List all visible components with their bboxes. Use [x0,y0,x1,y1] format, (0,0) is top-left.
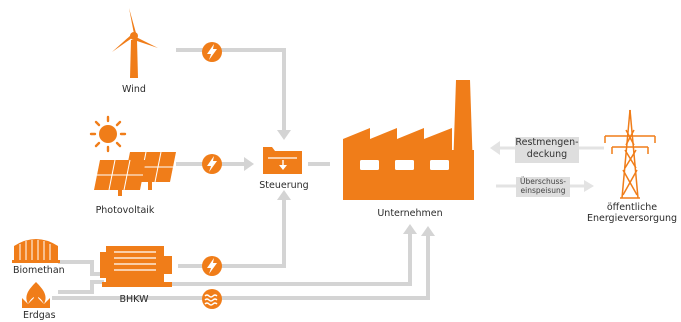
power-pylon-icon [604,109,656,199]
flow-line-bhkw [178,200,286,268]
arrowhead-ueberschuss [584,180,594,192]
arrowhead-gas [421,226,435,236]
label-erdgas: Erdgas [23,310,56,321]
ueberschuss-box: Überschuss- einspeisung [516,177,570,197]
flow-line-heat [164,230,412,286]
label-wind: Wind [122,84,146,95]
restmengen-box: Restmengen- deckung [515,137,579,163]
ueberschuss-line2: einspeisung [520,186,566,195]
oeffentliche-line1: öffentliche [606,202,658,213]
heat-wave-badge-icon [202,289,222,309]
bhkw-engine-icon [100,246,172,287]
solar-panel-icon [94,151,176,196]
sun-icon [89,115,127,153]
label-photovoltaik: Photovoltaik [95,205,155,216]
arrowhead-wind [277,130,291,140]
gas-flame-icon [22,282,50,308]
flow-line-erdgas [58,280,104,294]
label-steuerung: Steuerung [259,180,309,191]
restmengen-line1: Restmengen- [515,137,579,148]
biomethan-tank-icon [12,239,60,263]
label-bhkw: BHKW [119,294,149,305]
arrowhead-heat [403,224,417,234]
label-unternehmen: Unternehmen [377,208,443,219]
oeffentliche-line2: Energieversorgung [586,213,678,224]
flow-line-wind [176,48,286,132]
flow-line-gas [52,232,430,300]
lightning-badge-icon-bhkw [202,256,222,276]
flow-line-biomethan [58,260,104,276]
factory-icon [343,80,474,200]
arrowhead-restmengen [490,141,500,155]
control-folder-icon [263,147,302,174]
label-oeffentliche: öffentliche Energieversorgung [587,202,677,224]
lightning-badge-icon-wind [202,42,222,62]
arrowhead-bhkw [277,190,291,200]
label-biomethan: Biomethan [13,265,65,276]
restmengen-line2: deckung [526,149,568,160]
lightning-badge-icon-pv [202,154,222,174]
wind-turbine-icon [112,8,158,78]
arrowhead-pv [244,157,254,171]
ueberschuss-line1: Überschuss- [519,177,566,186]
